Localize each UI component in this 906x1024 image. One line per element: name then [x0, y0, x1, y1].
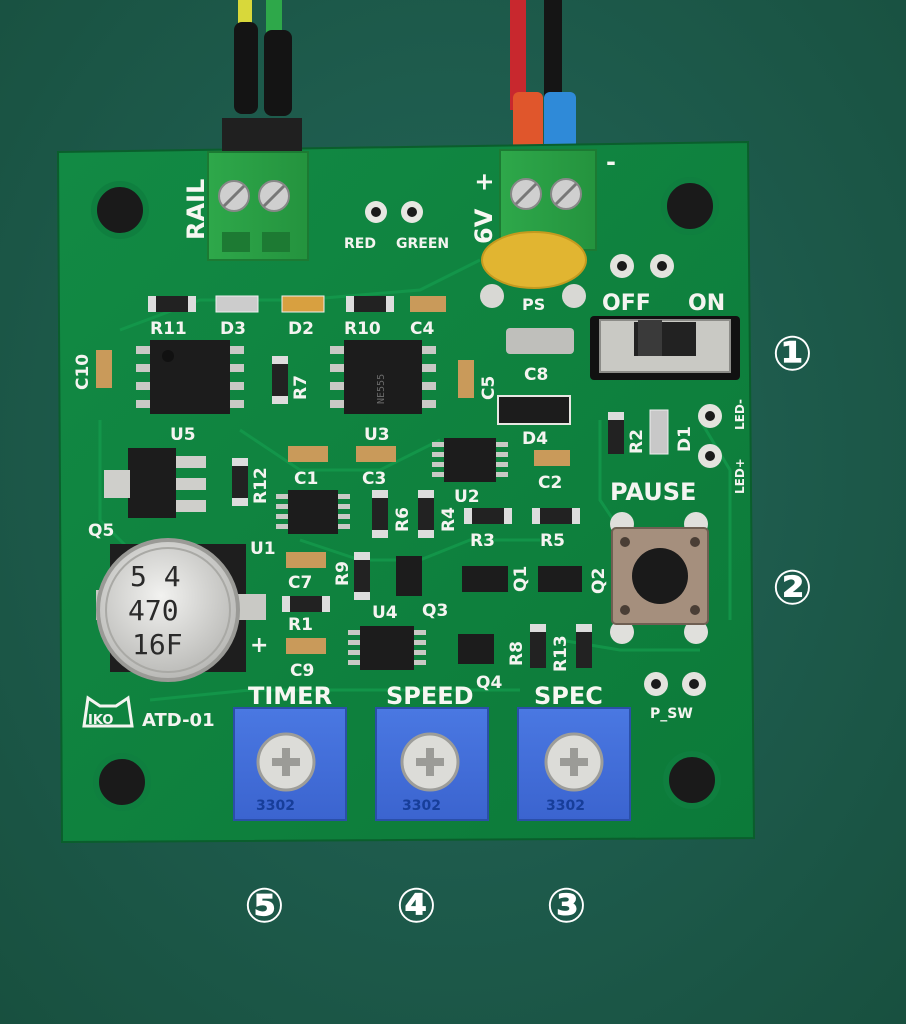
svg-text:U5: U5	[170, 425, 196, 445]
callout-markers: ① ② ③ ④ ⑤	[244, 326, 813, 934]
svg-text:C9: C9	[290, 661, 314, 681]
callout-3: ③	[546, 878, 587, 934]
svg-text:C5: C5	[479, 376, 499, 400]
spec-potentiometer[interactable]	[517, 707, 631, 821]
svg-text:NE555: NE555	[376, 374, 387, 404]
reference-designators: R11 D3 D2 R10 C4 C10 R7 C5 C8 D4 R2 D1 U…	[73, 319, 695, 693]
iko-logo	[82, 695, 134, 728]
power-minus-label: -	[606, 148, 616, 176]
led-plus-label: LED+	[733, 458, 747, 494]
pause-button[interactable]	[610, 512, 709, 644]
logo-text: IKO	[88, 713, 113, 728]
speed-potentiometer[interactable]	[375, 707, 489, 821]
integrated-circuits: NE555	[104, 340, 582, 670]
switch-on-label: ON	[688, 291, 725, 316]
svg-text:R7: R7	[291, 375, 311, 400]
pause-label: PAUSE	[610, 478, 696, 506]
svg-text:C10: C10	[73, 354, 93, 390]
svg-text:Q4: Q4	[476, 673, 502, 693]
svg-text:U1: U1	[250, 539, 276, 559]
svg-text:Q5: Q5	[88, 521, 114, 541]
cap-plus-label: +	[250, 633, 268, 658]
spec-label: SPEC	[534, 682, 603, 710]
green-label: GREEN	[396, 236, 449, 252]
svg-text:R1: R1	[288, 615, 313, 635]
svg-text:R9: R9	[333, 561, 353, 586]
svg-text:R13: R13	[551, 635, 571, 672]
cap-text-3: 16F	[132, 628, 183, 661]
svg-text:U4: U4	[372, 603, 398, 623]
rail-label: RAIL	[182, 179, 210, 240]
svg-text:C3: C3	[362, 469, 386, 489]
svg-text:Q1: Q1	[511, 566, 531, 592]
callout-2: ②	[772, 560, 813, 616]
svg-text:R2: R2	[627, 429, 647, 454]
wires	[234, 0, 576, 158]
svg-text:C8: C8	[524, 365, 548, 385]
svg-text:R11: R11	[150, 319, 187, 339]
cap-text-2: 470	[128, 594, 179, 627]
svg-text:U2: U2	[454, 487, 480, 507]
callout-1: ①	[772, 326, 813, 382]
svg-text:C7: C7	[288, 573, 312, 593]
timer-pot-code: 3302	[256, 798, 295, 814]
svg-text:C2: C2	[538, 473, 562, 493]
led-minus-label: LED-	[733, 399, 747, 430]
svg-text:D3: D3	[220, 319, 246, 339]
callout-4: ④	[396, 878, 437, 934]
svg-text:R6: R6	[393, 507, 413, 532]
electrolytic-capacitor	[96, 538, 266, 682]
ceramic-capacitor-ps	[481, 231, 587, 289]
svg-text:R8: R8	[507, 641, 527, 666]
switch-off-label: OFF	[602, 291, 651, 316]
svg-text:R12: R12	[251, 467, 271, 504]
svg-text:D4: D4	[522, 429, 548, 449]
svg-text:R4: R4	[439, 507, 459, 532]
svg-text:U3: U3	[364, 425, 390, 445]
smd-components	[96, 295, 669, 668]
power-voltage-label: 6V	[470, 208, 498, 244]
svg-text:D1: D1	[675, 426, 695, 452]
svg-text:R3: R3	[470, 531, 495, 551]
red-label: RED	[344, 236, 376, 252]
svg-text:R10: R10	[344, 319, 381, 339]
svg-text:R5: R5	[540, 531, 565, 551]
ps-label: PS	[522, 295, 545, 314]
cap-text-1: 5 4	[130, 560, 181, 593]
callout-5: ⑤	[244, 878, 285, 934]
spec-pot-code: 3302	[546, 798, 585, 814]
timer-potentiometer[interactable]	[233, 707, 347, 821]
svg-text:C4: C4	[410, 319, 434, 339]
svg-text:D2: D2	[288, 319, 314, 339]
svg-text:Q2: Q2	[589, 568, 609, 594]
power-plus-label: +	[470, 172, 498, 192]
speed-label: SPEED	[386, 682, 474, 710]
svg-text:C1: C1	[294, 469, 318, 489]
svg-text:Q3: Q3	[422, 601, 448, 621]
p-sw-label: P_SW	[650, 706, 693, 722]
speed-pot-code: 3302	[402, 798, 441, 814]
power-slide-switch[interactable]	[590, 316, 740, 380]
board-name: ATD-01	[142, 710, 215, 731]
rail-terminal-block	[207, 118, 309, 261]
timer-label: TIMER	[248, 682, 332, 710]
